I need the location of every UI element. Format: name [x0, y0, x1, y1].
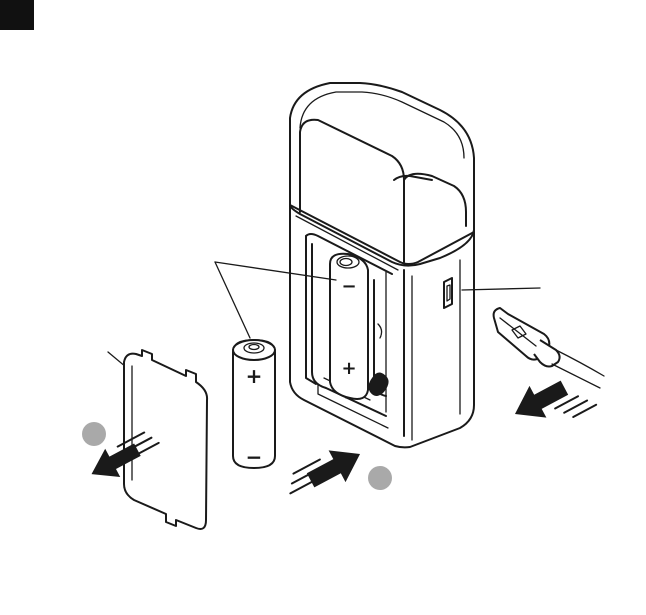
battery-positive-mark: + [246, 364, 263, 388]
corner-tab [0, 0, 34, 30]
installed-negative-mark: − [341, 276, 356, 297]
insert-arrow-icon [281, 438, 369, 507]
battery-callout-lines [215, 262, 336, 338]
installed-positive-mark: + [341, 358, 356, 379]
battery-cover-illustration [108, 350, 207, 529]
step-marker-icon [82, 422, 106, 446]
aa-battery-illustration: + − [233, 340, 275, 469]
installed-battery-illustration: − + [330, 254, 389, 399]
step-marker-icon [368, 466, 392, 490]
usb-cable-illustration [462, 288, 604, 388]
insert-arrow-icon [507, 362, 597, 440]
battery-negative-mark: − [246, 445, 263, 469]
